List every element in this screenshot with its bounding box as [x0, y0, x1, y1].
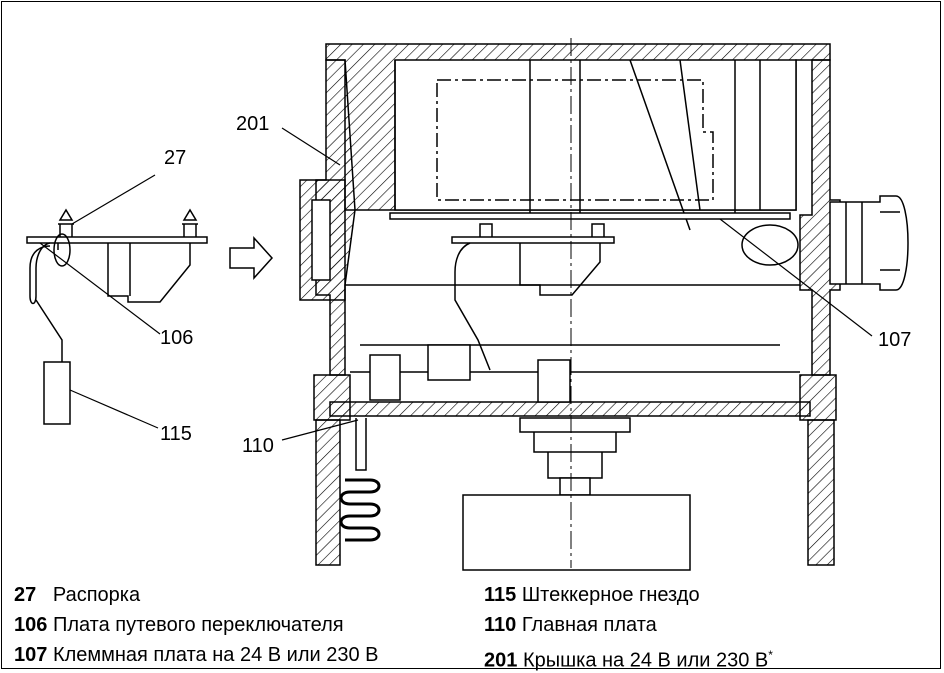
callout-110: 110 — [242, 435, 274, 457]
legend-text: Распорка — [52, 584, 141, 606]
leader-lines — [39, 127, 873, 441]
technical-drawing — [26, 38, 909, 571]
legend-text: Плата путевого переключателя — [52, 614, 344, 636]
legend-item: 107 Клеммная плата на 24 В или 230 В — [14, 643, 379, 667]
legend-item: 115 Штеккерное гнездо — [484, 583, 700, 607]
legend-item: 201 Крышка на 24 В или 230 В* — [484, 643, 773, 673]
legend-item: 110 Главная плата — [484, 613, 657, 637]
callout-106: 106 — [160, 327, 194, 349]
callout-201: 201 — [236, 113, 270, 135]
legend-item: 27 Распорка — [14, 583, 140, 607]
legend-number: 106 — [14, 614, 48, 636]
callout-107: 107 — [878, 329, 912, 351]
direction-arrow — [229, 236, 274, 280]
legend-text: Штеккерное гнездо — [521, 584, 700, 606]
legend-text: Главная плата — [521, 614, 657, 636]
legend-text: Крышка на 24 В или 230 В — [522, 649, 769, 672]
callout-115: 115 — [160, 423, 192, 445]
legend-text: Клеммная плата на 24 В или 230 В — [52, 644, 379, 666]
legend-number: 201 — [484, 649, 518, 672]
footnote-mark: * — [768, 648, 773, 662]
legend-number: 115 — [484, 584, 517, 606]
legend-number: 107 — [14, 644, 48, 666]
legend-number: 110 — [484, 614, 517, 636]
housing-section — [299, 38, 909, 571]
detail-switch-board — [26, 208, 208, 425]
legend-item: 106 Плата путевого переключателя — [14, 613, 344, 637]
legend-number: 27 — [14, 584, 37, 606]
callout-27: 27 — [164, 147, 187, 169]
